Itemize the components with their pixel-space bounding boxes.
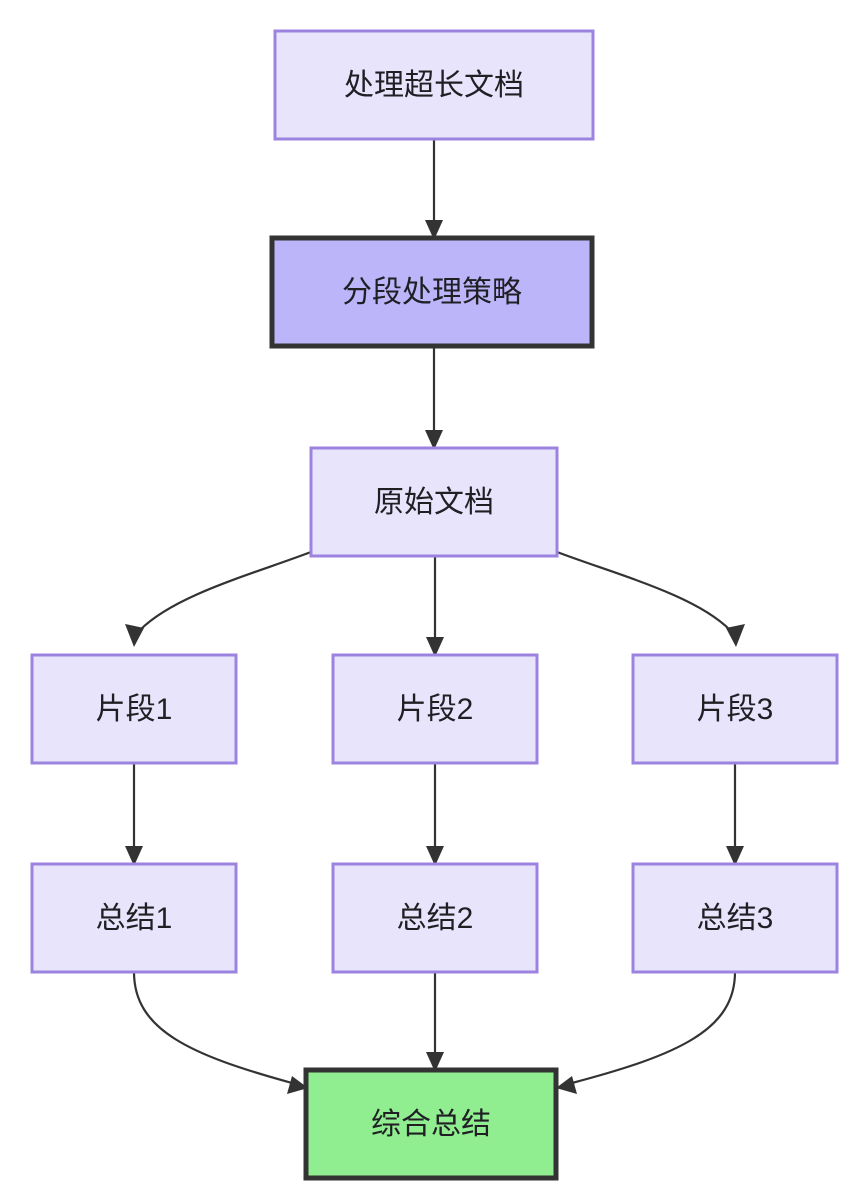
edge-summary-3-to-final-summary (556, 971, 737, 1094)
node-label-chunk-strategy: 分段处理策略 (342, 276, 522, 309)
edge-summary-1-to-final-summary (132, 971, 308, 1094)
edge-source-doc-to-chunk-1 (125, 550, 312, 647)
node-label-summary-1: 总结1 (96, 902, 173, 935)
node-label-chunk-3: 片段3 (697, 693, 774, 726)
node-label-chunk-1: 片段1 (96, 693, 173, 726)
edge-chunk-1-to-summary-1 (125, 763, 143, 866)
edge-chunk-2-to-summary-2 (426, 763, 444, 866)
edge-layer (125, 139, 745, 1094)
node-label-chunk-2: 片段2 (397, 693, 474, 726)
edge-chunk-strategy-to-source-doc (425, 346, 443, 450)
node-process-long-doc[interactable]: 处理超长文档 (273, 29, 595, 141)
node-label-summary-3: 总结3 (697, 902, 774, 935)
node-label-process-long-doc: 处理超长文档 (344, 69, 524, 102)
node-summary-3[interactable]: 总结3 (631, 862, 839, 974)
node-label-summary-2: 总结2 (397, 902, 474, 935)
edge-source-doc-to-chunk-2 (426, 556, 444, 657)
node-label-final-summary: 综合总结 (371, 1108, 491, 1141)
node-final-summary[interactable]: 综合总结 (303, 1067, 559, 1181)
edge-chunk-3-to-summary-3 (726, 763, 744, 866)
edge-summary-2-to-final-summary (426, 972, 444, 1072)
node-summary-1[interactable]: 总结1 (30, 862, 238, 974)
edge-process-long-doc-to-chunk-strategy (425, 139, 443, 240)
node-chunk-1[interactable]: 片段1 (30, 653, 238, 765)
node-source-doc[interactable]: 原始文档 (309, 446, 559, 558)
node-chunk-strategy[interactable]: 分段处理策略 (269, 235, 595, 349)
node-layer: 处理超长文档 分段处理策略 原始文档 片段1 片段2 片段3 总结1 (30, 29, 839, 1181)
edge-source-doc-to-chunk-3 (556, 550, 745, 647)
node-label-source-doc: 原始文档 (374, 486, 494, 519)
node-chunk-3[interactable]: 片段3 (631, 653, 839, 765)
node-chunk-2[interactable]: 片段2 (331, 653, 539, 765)
node-summary-2[interactable]: 总结2 (331, 862, 539, 974)
